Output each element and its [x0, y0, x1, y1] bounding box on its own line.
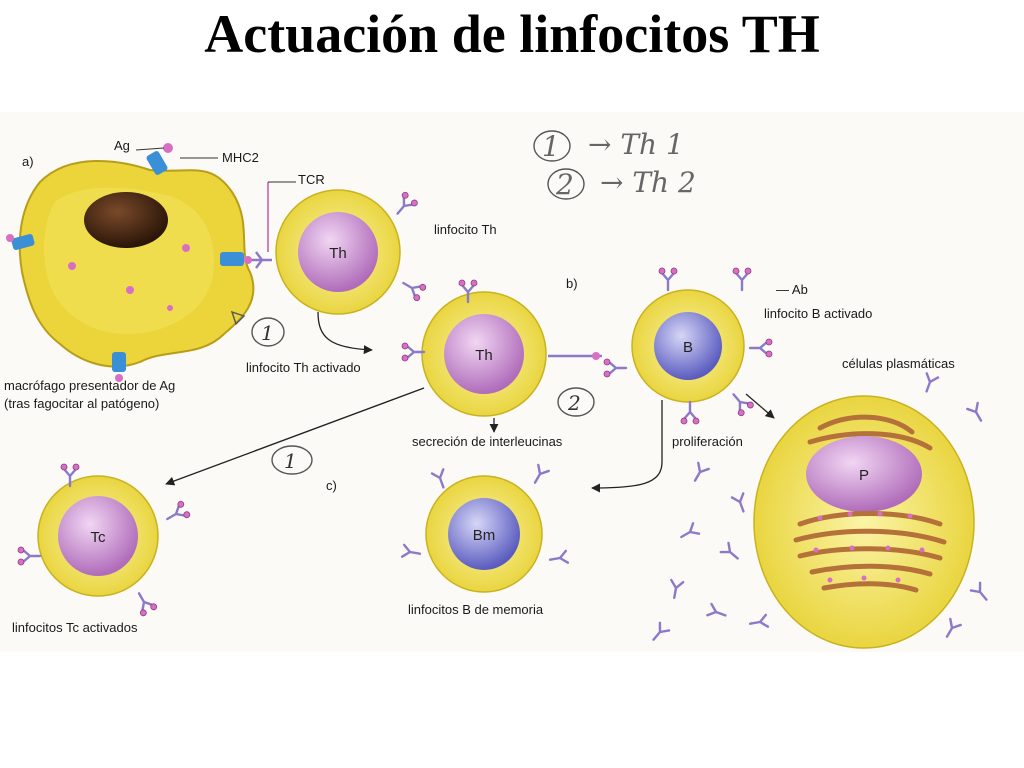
- b-cell-label: B: [683, 339, 693, 356]
- hand-mark-2: 2: [567, 391, 581, 415]
- label-linfocito-th: linfocito Th: [434, 222, 497, 237]
- note1-number: 1: [542, 130, 560, 163]
- label-ag: Ag: [114, 138, 130, 153]
- label-linfocitos-b-memoria: linfocitos B de memoria: [408, 602, 544, 617]
- note2-text: → Th 2: [600, 166, 696, 199]
- label-linfocitos-tc-activados: linfocitos Tc activados: [12, 620, 138, 635]
- label-celulas-plasmaticas: células plasmáticas: [842, 356, 955, 371]
- label-secrecion: secreción de interleucinas: [412, 434, 563, 449]
- label-macrofago-2: (tras fagocitar al patógeno): [4, 396, 159, 411]
- immune-diagram: a) Ag MHC2 TCR Th linfocito Th 1 linfoci…: [4, 128, 993, 649]
- plasma-cell-nucleus: [806, 436, 922, 512]
- bm-cell-label: Bm: [473, 527, 496, 544]
- label-linfocito-th-activado: linfocito Th activado: [246, 360, 361, 375]
- macrophage-nucleus: [84, 192, 168, 248]
- plasma-cell-label: P: [859, 467, 869, 484]
- label-part-b: b): [566, 276, 578, 291]
- label-linfocito-b-activado: linfocito B activado: [764, 306, 872, 321]
- plasma-cell: P: [753, 395, 975, 649]
- hand-mark-3: 1: [284, 449, 297, 473]
- th-cell-2-label: Th: [475, 347, 493, 364]
- tc-cell: Tc: [16, 462, 193, 619]
- page-title: Actuación de linfocitos TH: [204, 4, 820, 64]
- macrophage-cell: [6, 143, 255, 382]
- label-proliferacion: proliferación: [672, 434, 743, 449]
- b-cell: B: [602, 266, 774, 426]
- label-part-c: c): [326, 478, 337, 493]
- bm-cell: Bm: [400, 463, 570, 593]
- label-macrofago-1: macrófago presentador de Ag: [4, 378, 175, 393]
- tc-cell-label: Tc: [91, 529, 107, 546]
- hand-mark-1: 1: [261, 321, 274, 345]
- label-part-a: a): [22, 154, 34, 169]
- note1-text: → Th 1: [588, 128, 684, 161]
- th-cell-2: Th: [400, 278, 547, 417]
- note2-number: 2: [555, 168, 574, 201]
- handwritten-notes: 1 → Th 1 2 → Th 2: [533, 128, 696, 201]
- th-cell-1: Th: [275, 189, 429, 315]
- label-tcr: TCR: [298, 172, 325, 187]
- th-cell-1-label: Th: [329, 245, 347, 262]
- label-ab: — Ab: [776, 282, 808, 297]
- label-mhc2: MHC2: [222, 150, 259, 165]
